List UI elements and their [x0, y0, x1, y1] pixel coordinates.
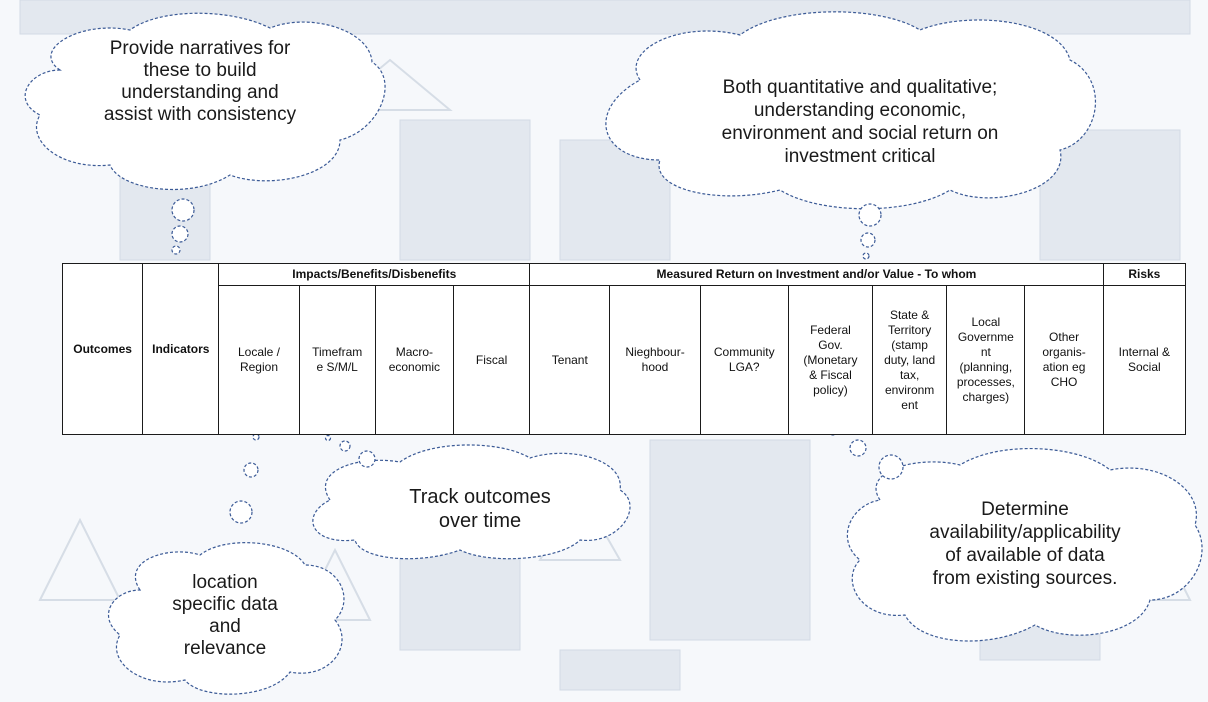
col-tenant: Tenant	[529, 285, 611, 435]
cloud-tail	[858, 203, 882, 227]
cloud-tail	[171, 225, 189, 243]
header-group-impacts: Impacts/Benefits/Disbenefits	[218, 263, 531, 286]
outcomes-matrix-table: Outcomes Indicators Impacts/Benefits/Dis…	[61, 263, 1187, 435]
col-local: Local Governme nt (planning, processes, …	[946, 285, 1026, 435]
cloud-tail	[243, 462, 259, 478]
col-community: Community LGA?	[699, 285, 789, 435]
bubble-narratives-text: Provide narratives for these to build un…	[103, 38, 297, 125]
cloud-tail	[229, 500, 253, 524]
header-column-row: Locale / Region Timefram e S/M/L Macro- …	[63, 285, 1187, 435]
col-federal: Federal Gov. (Monetary & Fiscal policy)	[787, 285, 874, 435]
header-outcomes: Outcomes	[61, 263, 144, 435]
cloud-tail	[358, 450, 376, 468]
header-group-risks: Risks	[1102, 263, 1187, 286]
header-group-roi: Measured Return on Investment and/or Val…	[529, 263, 1104, 286]
col-macro: Macro- economic	[374, 285, 454, 435]
col-risks: Internal & Social	[1102, 285, 1187, 435]
col-other: Other organis- ation eg CHO	[1024, 285, 1104, 435]
cloud-tail	[860, 232, 876, 248]
bubble-location-text: location specific data and relevance	[172, 572, 278, 659]
col-state: State & Territory (stamp duty, land tax,…	[872, 285, 948, 435]
col-neighbourhood: Nieghbour- hood	[609, 285, 701, 435]
cloud-tail	[324, 434, 332, 442]
cloud-narratives	[24, 12, 386, 191]
cloud-tail	[878, 454, 904, 480]
col-locale: Locale / Region	[218, 285, 300, 435]
header-indicators: Indicators	[142, 263, 220, 435]
bubble-quantitative-text: Both quantitative and qualitative; under…	[721, 77, 999, 167]
cloud-availability	[846, 447, 1203, 642]
cloud-tail	[339, 440, 351, 452]
cloud-quantitative	[605, 11, 1096, 210]
bubble-track-text: Track outcomes over time	[409, 486, 551, 532]
cloud-tail	[171, 198, 195, 222]
cloud-track	[312, 444, 631, 560]
cloud-tail	[849, 439, 867, 457]
cloud-tail	[862, 252, 870, 260]
header-group-row: Outcomes Indicators Impacts/Benefits/Dis…	[61, 263, 1187, 435]
bubble-availability-text: Determine availability/applicability of …	[929, 499, 1121, 589]
cloud-tail	[171, 245, 181, 255]
cloud-tail	[252, 433, 260, 441]
col-fiscal: Fiscal	[452, 285, 531, 435]
col-timeframe: Timefram e S/M/L	[298, 285, 376, 435]
cloud-location	[107, 542, 345, 695]
